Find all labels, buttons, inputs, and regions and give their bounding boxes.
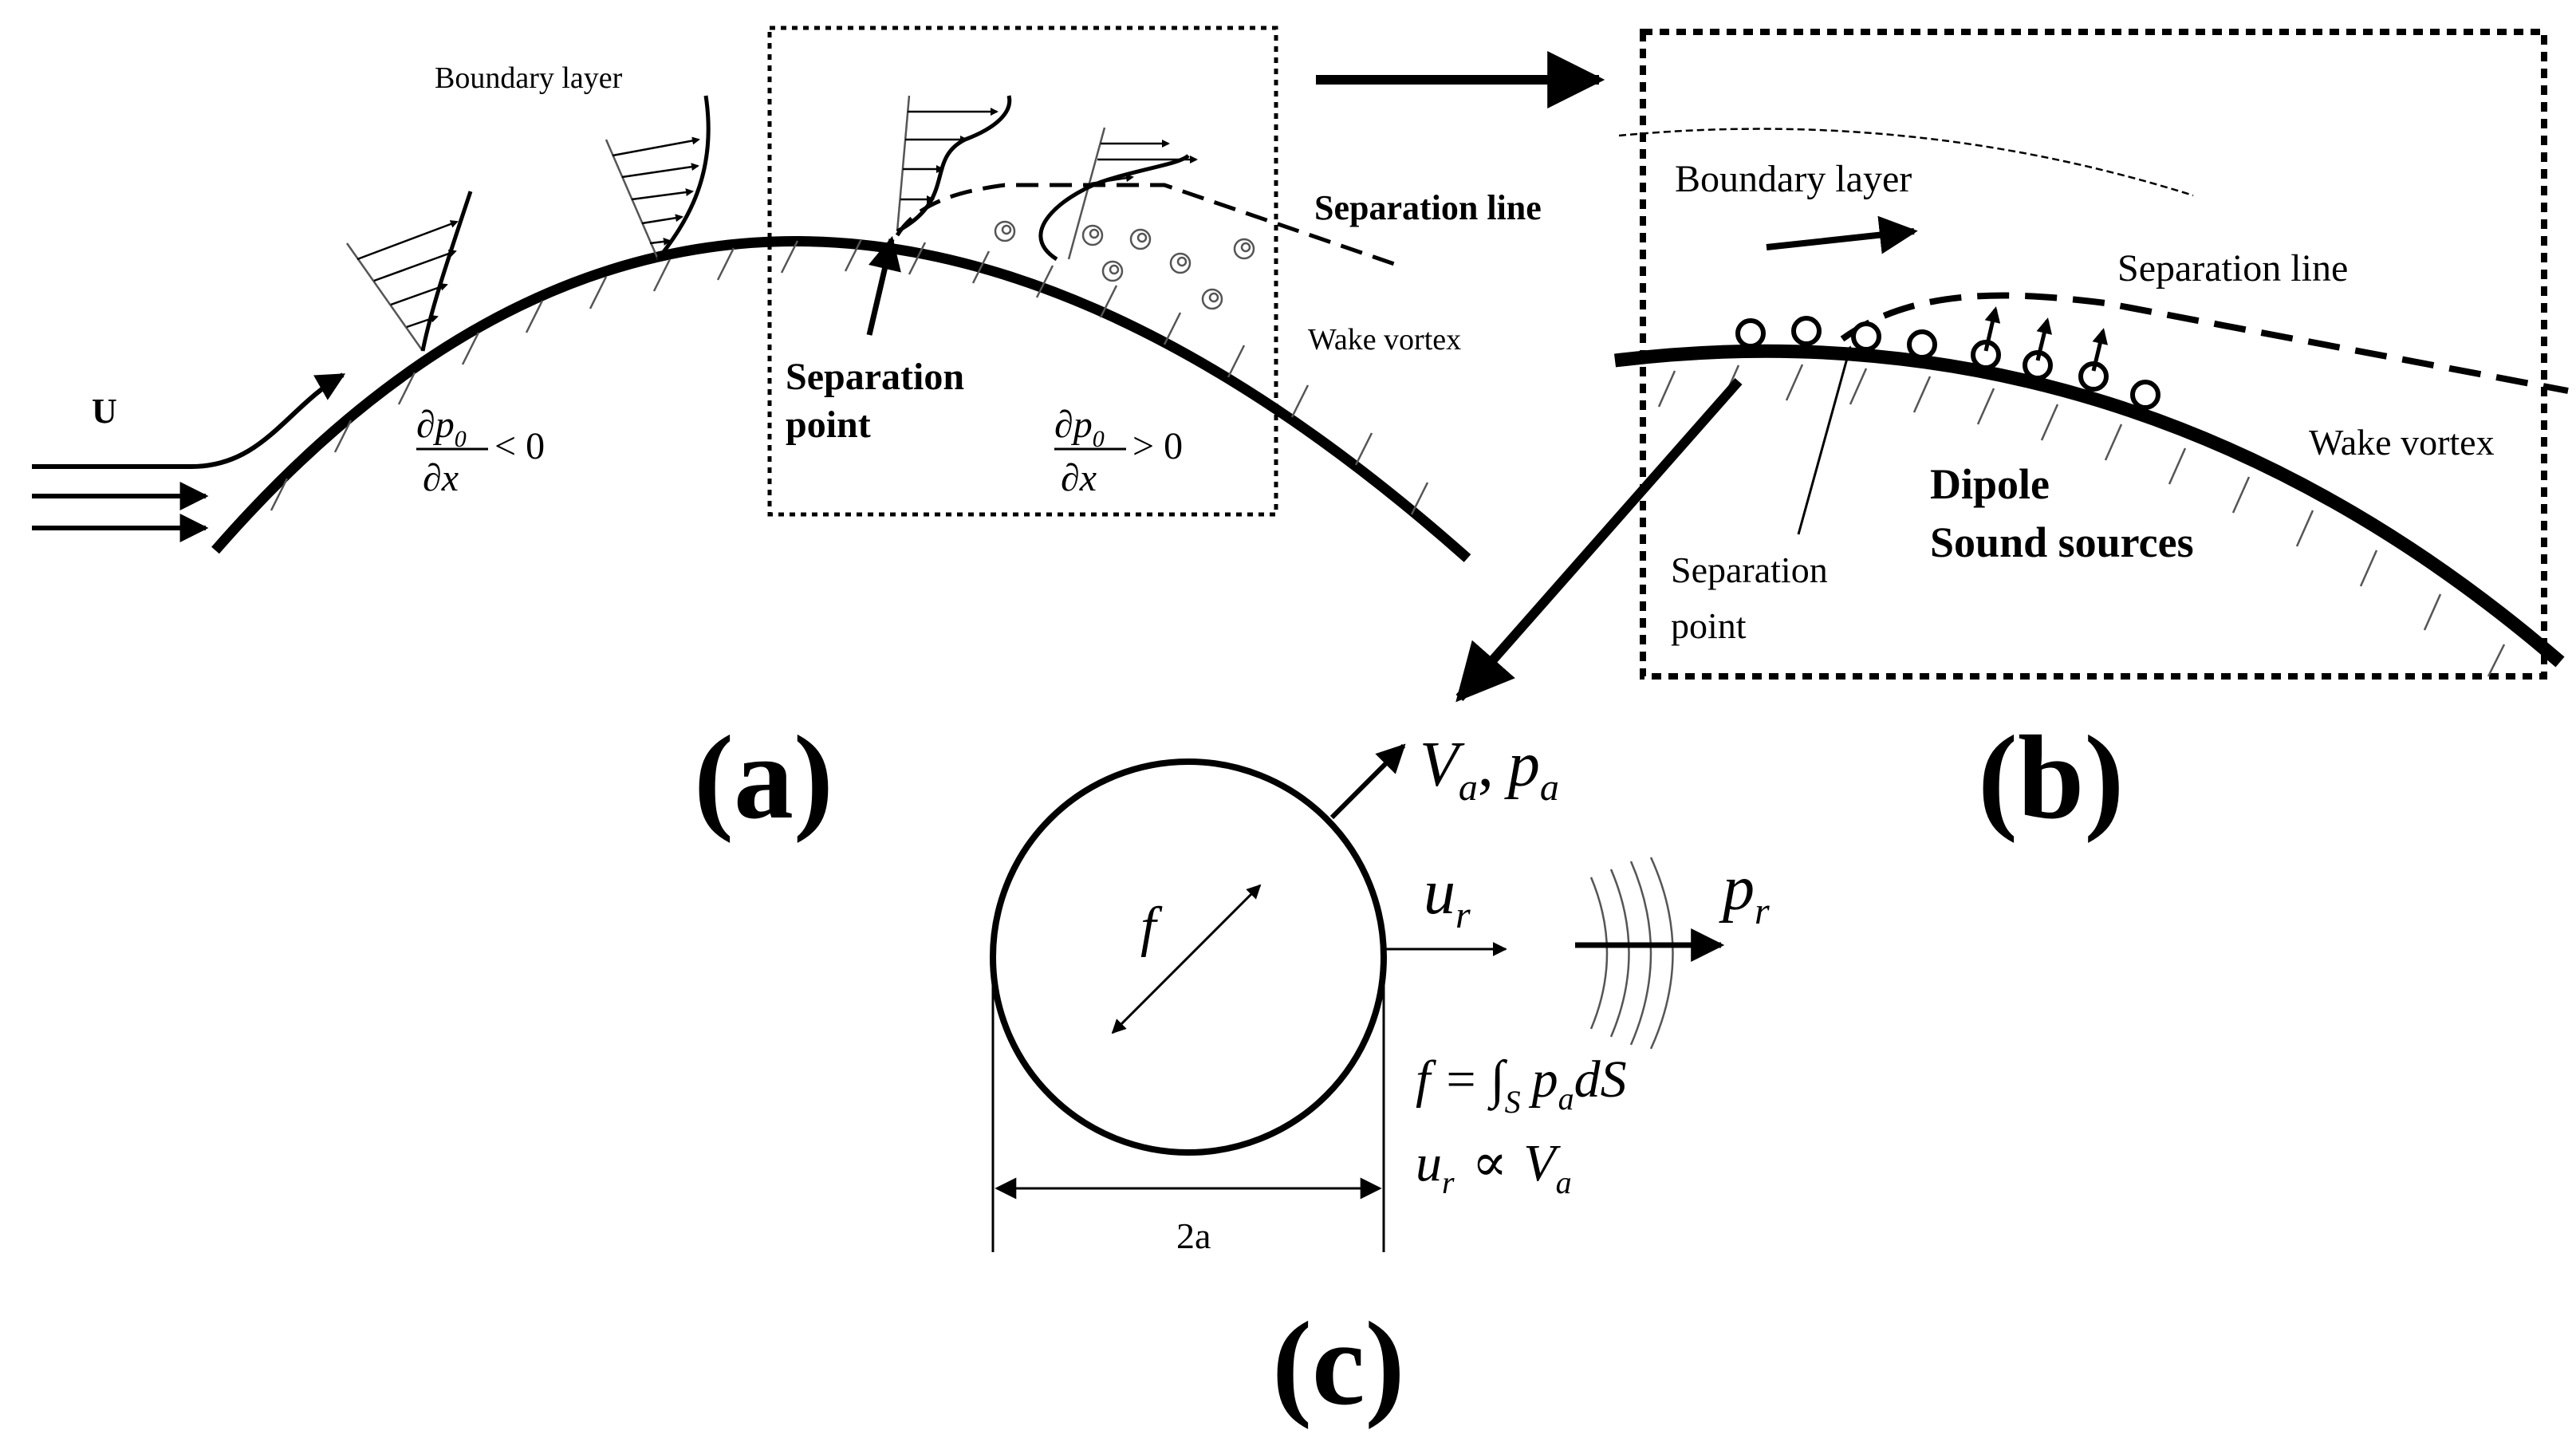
pressure-gradient-positive: ∂p0 ∂x > 0 — [1054, 404, 1183, 499]
panel-label-c: (c) — [1272, 1298, 1404, 1430]
boundary-layer-edge-b — [1618, 128, 2194, 197]
pressure-gradient-negative: ∂p0 ∂x < 0 — [416, 404, 545, 499]
separation-point-arrow-b — [1797, 345, 1854, 535]
svg-text:< 0: < 0 — [494, 425, 545, 467]
separation-point-label-b-1: Separation — [1671, 550, 1828, 590]
diameter-dimension — [991, 957, 1385, 1252]
sound-waves — [1589, 857, 1674, 1050]
surface-hatching-a — [270, 238, 1429, 515]
wake-vortices-a — [994, 220, 1255, 310]
separation-line-b — [1840, 292, 2569, 394]
velocity-proportionality: ur∝Va — [1416, 1134, 1572, 1200]
velocity-profile-1 — [345, 191, 473, 352]
separation-line-label-b: Separation line — [2117, 247, 2348, 290]
dipole-label-1: Dipole — [1930, 460, 2050, 508]
dipole-label-2: Sound sources — [1930, 518, 2194, 566]
wake-vortex-label-a: Wake vortex — [1308, 323, 1461, 357]
panel-b: Boundary layer Separation line — [1613, 29, 2569, 844]
velocity-profile-2 — [605, 95, 711, 261]
svg-text:> 0: > 0 — [1132, 425, 1183, 467]
boundary-layer-label-b: Boundary layer — [1675, 158, 1912, 200]
radiated-pressure-label: pr — [1719, 853, 1770, 932]
body-surface-b — [1613, 344, 2565, 668]
radial-velocity-label: ur — [1424, 857, 1471, 936]
velocity-pressure-arrow — [1329, 743, 1406, 820]
force-arrow — [1111, 884, 1262, 1034]
zoom-arrow-b-to-c — [1455, 378, 1743, 703]
velocity-profile-3 — [896, 95, 1012, 234]
svg-text:∂x: ∂x — [1061, 457, 1097, 499]
separation-line-a — [895, 183, 1404, 270]
panel-a: U Boundary layer — [32, 26, 1542, 844]
zoom-box-a — [767, 26, 1278, 517]
boundary-layer-arrow-b — [1766, 215, 1918, 254]
dipole-arrows — [1983, 306, 2108, 372]
separation-point-label-a-2: point — [786, 404, 871, 446]
body-surface-a — [211, 236, 1471, 562]
panel-label-a: (a) — [694, 711, 833, 844]
svg-text:∂p0: ∂p0 — [416, 404, 467, 452]
separation-point-arrow-a — [866, 235, 901, 336]
velocity-profile-4 — [1038, 127, 1198, 262]
velocity-pressure-label: Va,pa — [1420, 730, 1559, 809]
svg-text:∂p0: ∂p0 — [1054, 404, 1105, 452]
freestream-arrows — [32, 372, 346, 542]
panel-label-b: (b) — [1978, 711, 2124, 844]
separation-point-label-a-1: Separation — [786, 356, 964, 398]
flow-velocity-label: U — [92, 392, 117, 431]
separation-point-label-b-2: point — [1671, 605, 1747, 646]
diameter-label: 2a — [1176, 1215, 1211, 1256]
boundary-layer-label-a: Boundary layer — [435, 61, 623, 95]
svg-text:∂x: ∂x — [423, 457, 459, 499]
separation-line-label-a: Separation line — [1314, 188, 1542, 227]
dipole-sources — [1735, 316, 2160, 410]
wake-vortex-label-b: Wake vortex — [2309, 422, 2495, 463]
